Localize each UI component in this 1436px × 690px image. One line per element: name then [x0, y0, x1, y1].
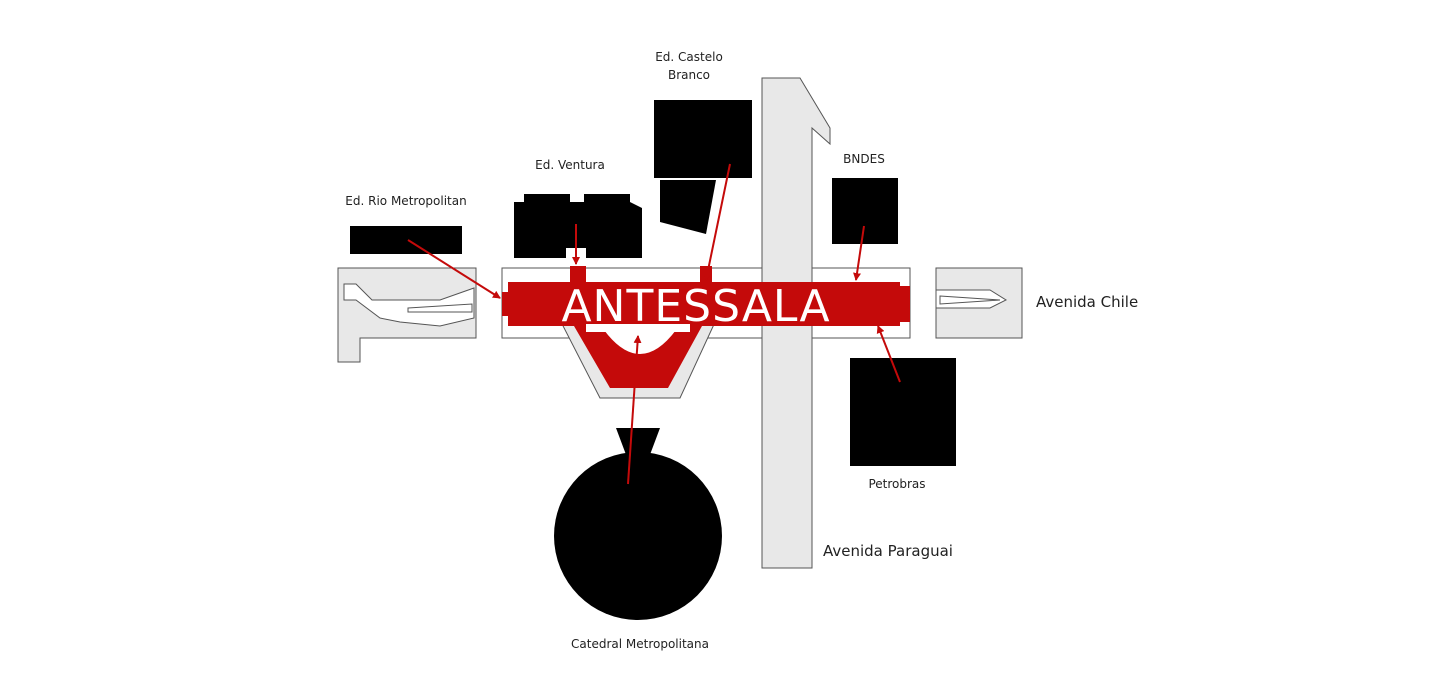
- label-avenida-chile: Avenida Chile: [1036, 293, 1139, 311]
- arrow-catedral: [627, 335, 642, 485]
- label-castelo-branco-line2: Branco: [667, 68, 711, 82]
- building-catedral: [554, 428, 722, 620]
- label-avenida-paraguai: Avenida Paraguai: [823, 542, 953, 560]
- arrow-castelo-branco: [703, 163, 731, 281]
- label-ventura: Ed. Ventura: [535, 158, 605, 172]
- label-castelo-branco-line1: Ed. Castelo: [655, 50, 723, 64]
- building-rio-metropolitan: [350, 226, 462, 254]
- antessala-band: [502, 266, 910, 332]
- label-castelo-branco: Ed. Castelo Branco: [655, 48, 723, 84]
- label-petrobras: Petrobras: [868, 477, 926, 491]
- arrow-petrobras: [876, 325, 901, 383]
- arrows: [407, 163, 901, 485]
- label-rio-metropolitan: Ed. Rio Metropolitan: [345, 194, 467, 208]
- arrow-rio-metropolitan: [407, 239, 501, 299]
- arrow-bndes: [853, 225, 865, 281]
- building-ventura: [514, 194, 642, 258]
- antessala-title: ANTESSALA: [561, 281, 830, 332]
- building-petrobras: [850, 358, 956, 466]
- label-catedral: Catedral Metropolitana: [571, 637, 709, 651]
- road-west: [337, 267, 477, 363]
- label-bndes: BNDES: [843, 152, 885, 166]
- building-bndes: [832, 178, 898, 244]
- building-castelo-branco: [654, 100, 752, 234]
